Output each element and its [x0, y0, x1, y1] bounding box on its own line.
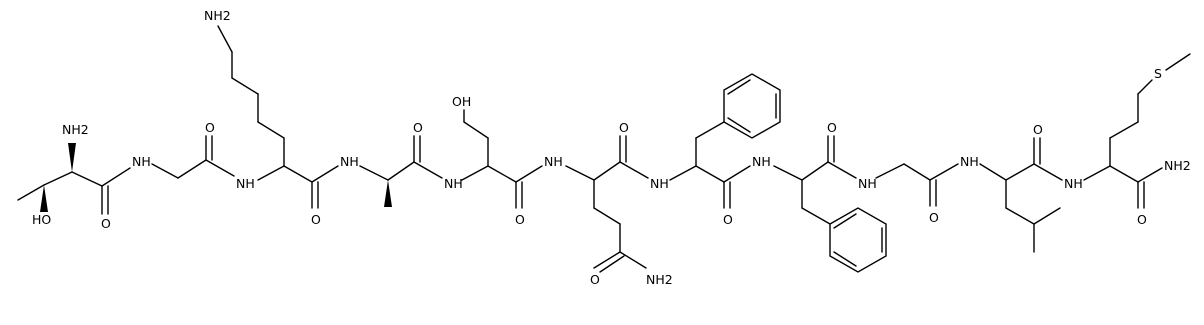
label-nh7: NH [752, 154, 771, 169]
label-o2: O [205, 120, 215, 135]
label-o5: O [515, 212, 525, 227]
label-oh-ser: OH [452, 94, 471, 109]
label-nh5: NH [544, 154, 563, 169]
side-chain-bonds [40, 25, 1191, 273]
label-o8: O [827, 120, 837, 135]
label-o3: O [311, 212, 321, 227]
atom-labels: NH2 HO O NH O NH2 NH O NH O OH NH O NH O… [32, 8, 1191, 287]
label-nh2-gln-side: NH2 [646, 272, 673, 287]
label-nh1: NH [132, 154, 151, 169]
label-o-c-terminal: O [1137, 212, 1147, 227]
label-o4: O [413, 120, 423, 135]
label-nh2: NH [236, 176, 255, 191]
label-oh-thr: HO [32, 212, 51, 227]
backbone-bonds [17, 135, 1163, 215]
label-o9: O [929, 210, 939, 225]
label-nh3: NH [340, 154, 359, 169]
label-nh2-lys-side: NH2 [204, 8, 231, 23]
label-nh4: NH [444, 176, 463, 191]
label-s-met: S [1154, 66, 1162, 81]
label-o7: O [723, 212, 733, 227]
label-nh9: NH [960, 154, 979, 169]
label-o-gln-side: O [590, 272, 600, 287]
label-o1: O [101, 216, 111, 231]
label-nh8: NH [858, 176, 877, 191]
label-nh2-c-terminal: NH2 [1164, 158, 1191, 173]
label-nh6: NH [650, 176, 669, 191]
label-nh2-n-terminal: NH2 [62, 122, 89, 137]
label-o10: O [1033, 122, 1043, 137]
label-nh10: NH [1064, 176, 1083, 191]
label-o6: O [619, 120, 629, 135]
